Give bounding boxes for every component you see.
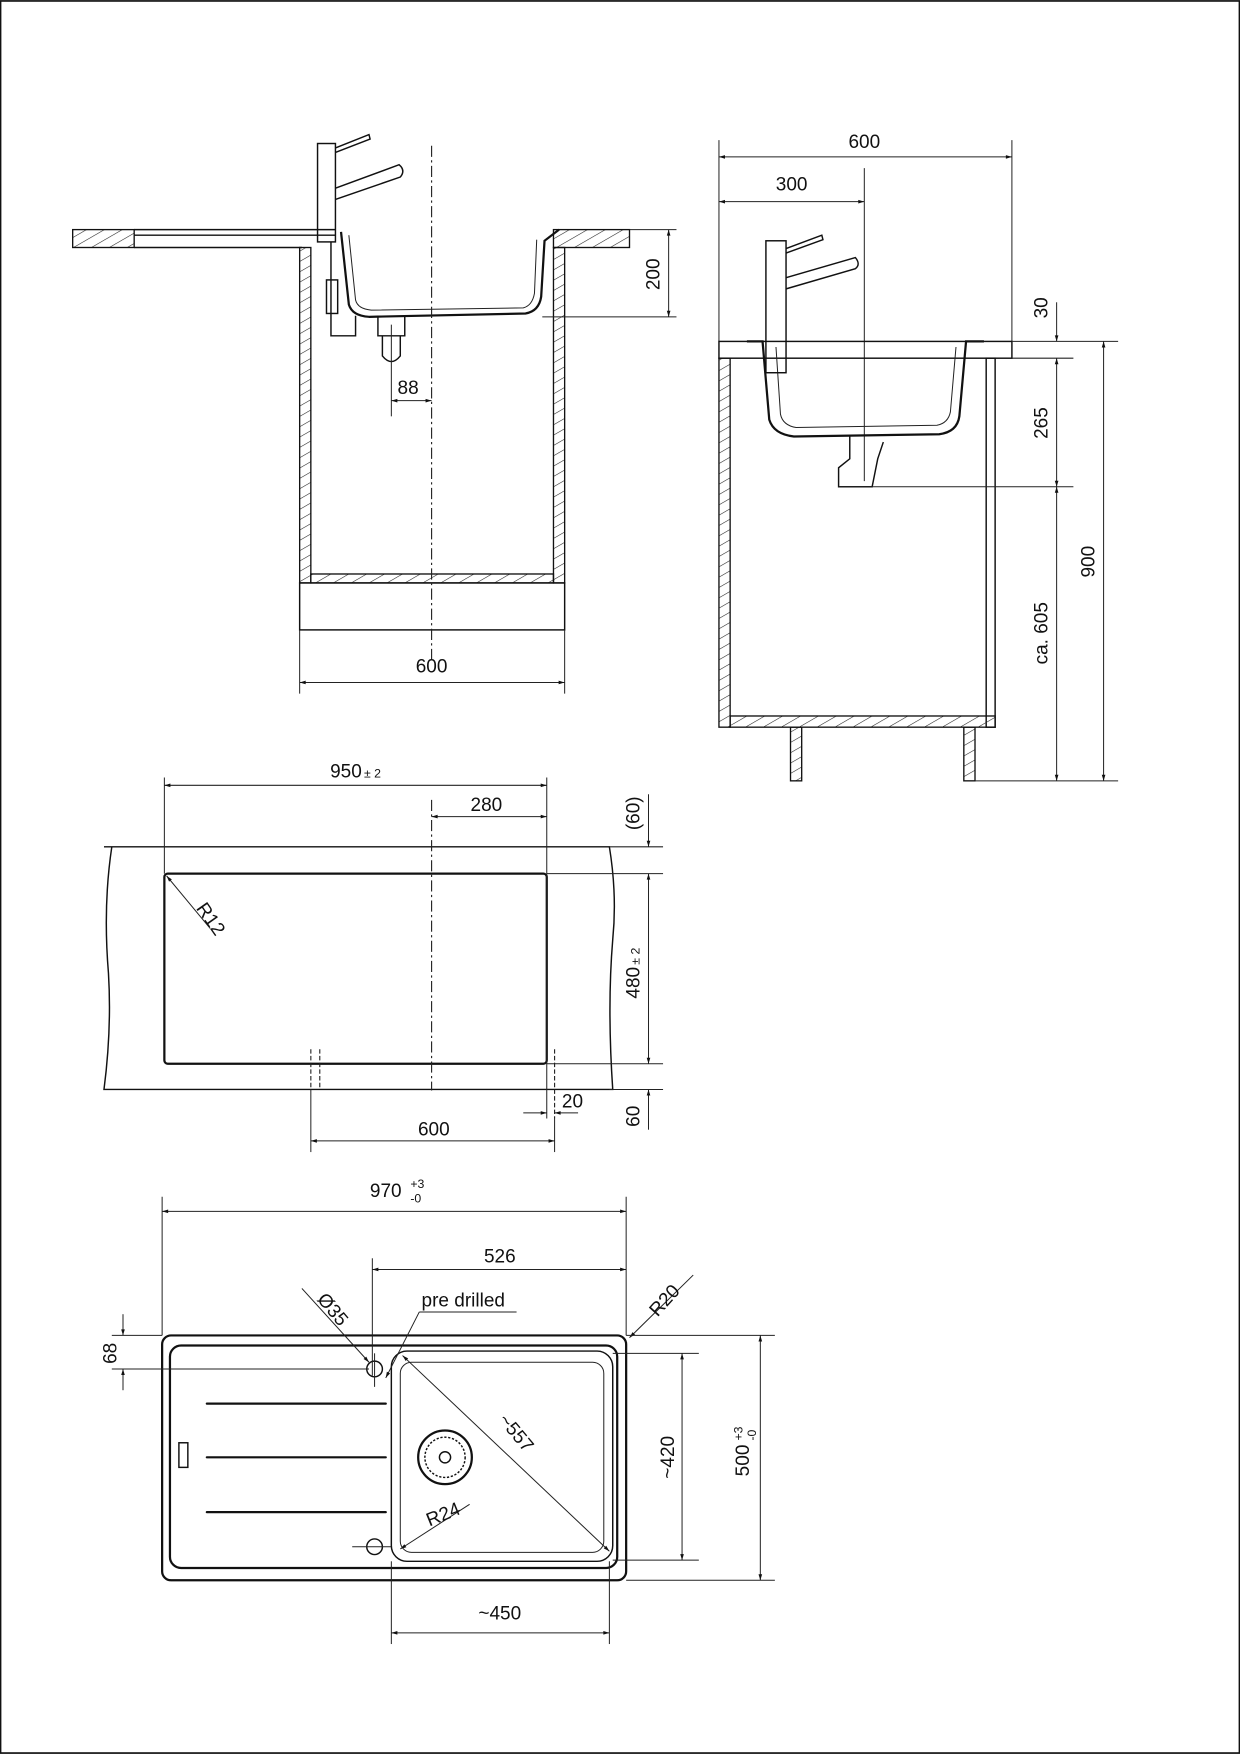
dim-600-front: 600 — [416, 656, 448, 677]
dim-68: 68 — [100, 1343, 121, 1364]
side-section-view: 600 300 30 265 ca. 605 900 — [718, 132, 1119, 782]
faucet — [316, 133, 404, 337]
pre-drilled-label: pre drilled — [422, 1290, 505, 1311]
corner-radius-r12: R12 — [192, 899, 229, 940]
dim-480: 480± 2 — [624, 948, 645, 999]
side-drain — [837, 436, 885, 488]
overflow — [178, 1442, 189, 1469]
tol-plus: +3 — [731, 1426, 745, 1440]
countertop-left — [72, 228, 135, 249]
bowl-outer — [390, 1350, 614, 1563]
side-faucet — [765, 234, 859, 374]
dim-420: ~420 — [658, 1436, 679, 1479]
dim-60-front: 60 — [624, 1106, 645, 1127]
dim-88: 88 — [398, 378, 419, 399]
dim-265: 265 — [1032, 407, 1053, 439]
dim-20: 20 — [562, 1091, 583, 1112]
dim-30: 30 — [1032, 297, 1053, 318]
cabinet-leg — [789, 726, 803, 782]
side-cabinet-wall — [718, 357, 731, 728]
dim-950: 950± 2 — [330, 761, 381, 782]
dim-600-cutout: 600 — [418, 1119, 450, 1140]
countertop-right — [552, 228, 631, 249]
dim-450: ~450 — [478, 1603, 521, 1624]
bowl-radius-r24: R24 — [423, 1499, 464, 1532]
cutout-rect — [163, 872, 548, 1065]
outer-radius-r20: R20 — [646, 1281, 685, 1321]
dim-600-side: 600 — [848, 132, 880, 153]
tol-minus: -0 — [745, 1429, 759, 1440]
sink-bowl — [339, 228, 560, 318]
dim-60-back: (60) — [624, 796, 645, 830]
side-countertop — [718, 340, 1013, 359]
dim-970: 970 — [370, 1181, 402, 1202]
top-view: 970 +3 -0 526 Ø35 pre drilled R20 68 ~55… — [100, 1177, 775, 1645]
dim-900: 900 — [1079, 546, 1100, 578]
side-cabinet-bottom — [729, 715, 996, 728]
cabinet-left-wall — [298, 246, 312, 584]
tol-plus: +3 — [410, 1177, 424, 1191]
dim-526: 526 — [484, 1247, 516, 1268]
cutout-view: 950± 2 280 (60) 480± 2 60 600 20 R12 — [103, 761, 664, 1153]
drainer-profile — [134, 228, 336, 249]
countertop-outline — [103, 846, 616, 1091]
sink-outer — [161, 1334, 628, 1582]
drain-strainer — [417, 1429, 473, 1486]
tap-hole-dia: Ø35 — [313, 1289, 352, 1330]
dim-500: 500 — [733, 1445, 754, 1477]
dim-ca-605: ca. 605 — [1032, 602, 1053, 664]
dim-300: 300 — [776, 174, 808, 195]
dim-557: ~557 — [494, 1410, 538, 1456]
cabinet-leg — [963, 726, 976, 782]
front-section-view: 200 88 600 — [72, 133, 677, 694]
cabinet-right-wall — [552, 246, 566, 584]
side-sink-bowl — [746, 340, 984, 438]
drainer-area — [168, 1344, 619, 1570]
dim-200: 200 — [644, 258, 665, 290]
dim-280: 280 — [471, 795, 503, 816]
tol-minus: -0 — [410, 1191, 421, 1205]
